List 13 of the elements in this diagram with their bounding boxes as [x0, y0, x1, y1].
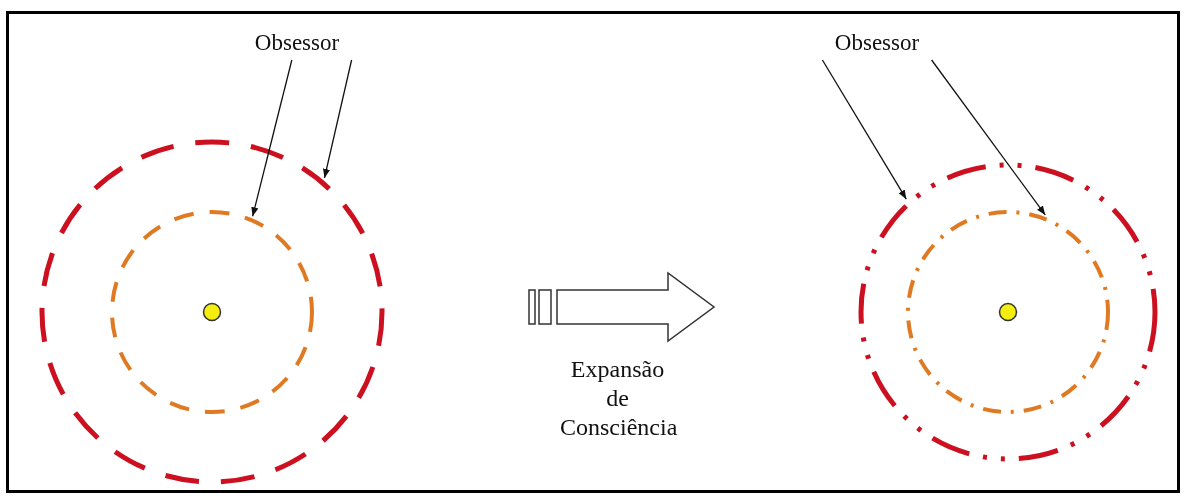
annotation-label: Obsessor — [232, 26, 362, 60]
dashed-ring — [110, 210, 314, 414]
center-dot — [998, 302, 1018, 322]
dashed-ring — [906, 210, 1110, 414]
leader-arrow — [821, 59, 907, 200]
dashed-ring — [39, 139, 385, 485]
dashed-ring — [858, 162, 1158, 462]
center-dot — [202, 302, 222, 322]
caption-text: Expansão de Consciência — [560, 355, 675, 442]
leader-arrow — [251, 59, 293, 217]
leader-arrow — [323, 59, 353, 179]
annotation-label: Obsessor — [812, 26, 942, 60]
leader-arrow — [930, 59, 1046, 216]
